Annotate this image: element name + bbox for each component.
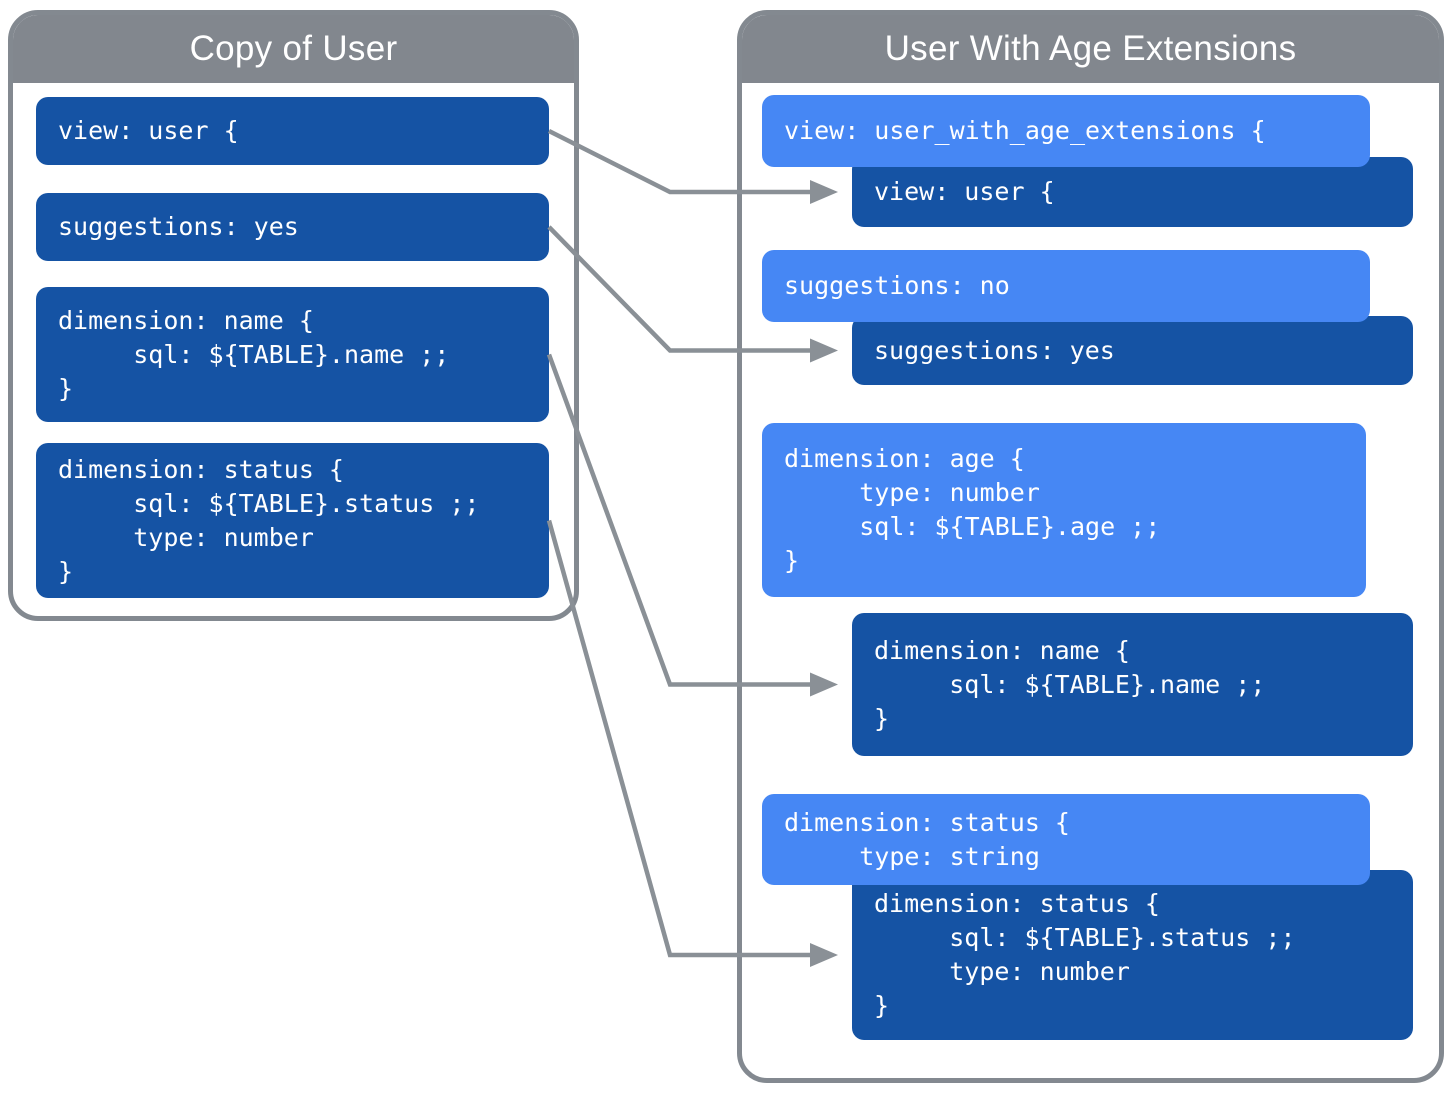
code-block-dimension-name: dimension: name { sql: ${TABLE}.name ;; … (36, 287, 549, 422)
code-block-suggestions-no: suggestions: no (762, 250, 1370, 322)
left-panel: Copy of User view: user { suggestions: y… (8, 10, 579, 621)
code-block-dimension-status: dimension: status { sql: ${TABLE}.status… (36, 443, 549, 598)
code-block-dimension-status-inherited: dimension: status { sql: ${TABLE}.status… (852, 870, 1413, 1040)
code-block-suggestions-yes: suggestions: yes (36, 193, 549, 261)
code-block-dimension-name-inherited: dimension: name { sql: ${TABLE}.name ;; … (852, 613, 1413, 756)
right-panel-header: User With Age Extensions (742, 15, 1439, 83)
code-block-view-user: view: user { (36, 97, 549, 165)
code-block-dimension-age: dimension: age { type: number sql: ${TAB… (762, 423, 1366, 597)
right-panel: User With Age Extensions view: user_with… (737, 10, 1444, 1083)
code-block-view-user-inherited: view: user { (852, 157, 1413, 227)
code-block-suggestions-yes-inherited: suggestions: yes (852, 316, 1413, 385)
left-panel-title: Copy of User (189, 29, 398, 68)
code-block-view-extension: view: user_with_age_extensions { (762, 95, 1370, 167)
left-panel-header: Copy of User (13, 15, 574, 83)
right-panel-title: User With Age Extensions (884, 29, 1297, 68)
code-block-dimension-status-override: dimension: status { type: string (762, 794, 1370, 885)
